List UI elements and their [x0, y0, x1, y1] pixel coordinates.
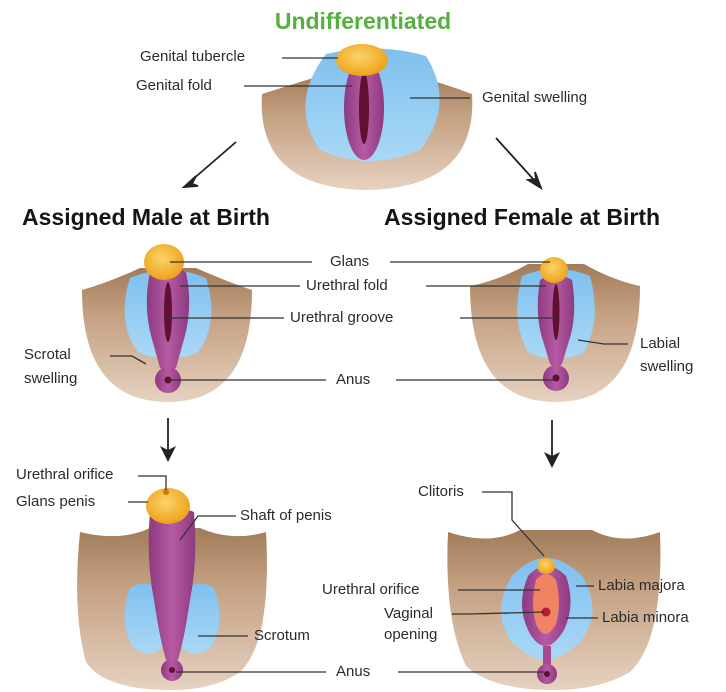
- male-stage-figure: [82, 244, 252, 402]
- label-labial-swelling-line2: swelling: [640, 358, 693, 375]
- undifferentiated-figure: [262, 44, 473, 190]
- label-labia-minora: Labia minora: [602, 609, 689, 626]
- label-shaft-of-penis: Shaft of penis: [240, 507, 332, 524]
- clitoris-shape: [537, 558, 555, 574]
- heading-female: Assigned Female at Birth: [384, 204, 660, 231]
- label-glans: Glans: [330, 253, 369, 270]
- label-vaginal-opening-line1: Vaginal: [384, 605, 433, 622]
- label-scrotal-swelling-line2: swelling: [24, 370, 77, 387]
- glans-shape: [540, 257, 568, 283]
- label-urethral-orifice-male: Urethral orifice: [16, 466, 114, 483]
- vestibule-shape: [533, 574, 559, 634]
- label-genital-fold: Genital fold: [136, 77, 212, 94]
- label-glans-penis: Glans penis: [16, 493, 95, 510]
- label-clitoris: Clitoris: [418, 483, 464, 500]
- label-anus-mid: Anus: [336, 371, 370, 388]
- label-labia-majora: Labia majora: [598, 577, 685, 594]
- label-urethral-groove: Urethral groove: [290, 309, 393, 326]
- page-title: Undifferentiated: [0, 8, 726, 35]
- genital-tubercle-shape: [336, 44, 388, 76]
- label-anus-bottom: Anus: [336, 663, 370, 680]
- urethral-groove-shape: [164, 282, 172, 342]
- label-vaginal-opening-line2: opening: [384, 626, 437, 643]
- label-labial-swelling-line1: Labial: [640, 335, 680, 352]
- urogenital-groove: [359, 72, 369, 144]
- male-final-figure: [77, 488, 267, 690]
- label-urethral-fold: Urethral fold: [306, 277, 388, 294]
- label-genital-swelling: Genital swelling: [482, 89, 587, 106]
- heading-male: Assigned Male at Birth: [22, 204, 270, 231]
- label-scrotal-swelling-line1: Scrotal: [24, 346, 71, 363]
- urethral-groove-shape: [553, 284, 560, 340]
- label-scrotum: Scrotum: [254, 627, 310, 644]
- label-genital-tubercle: Genital tubercle: [140, 48, 245, 65]
- label-urethral-orifice-female: Urethral orifice: [322, 581, 420, 598]
